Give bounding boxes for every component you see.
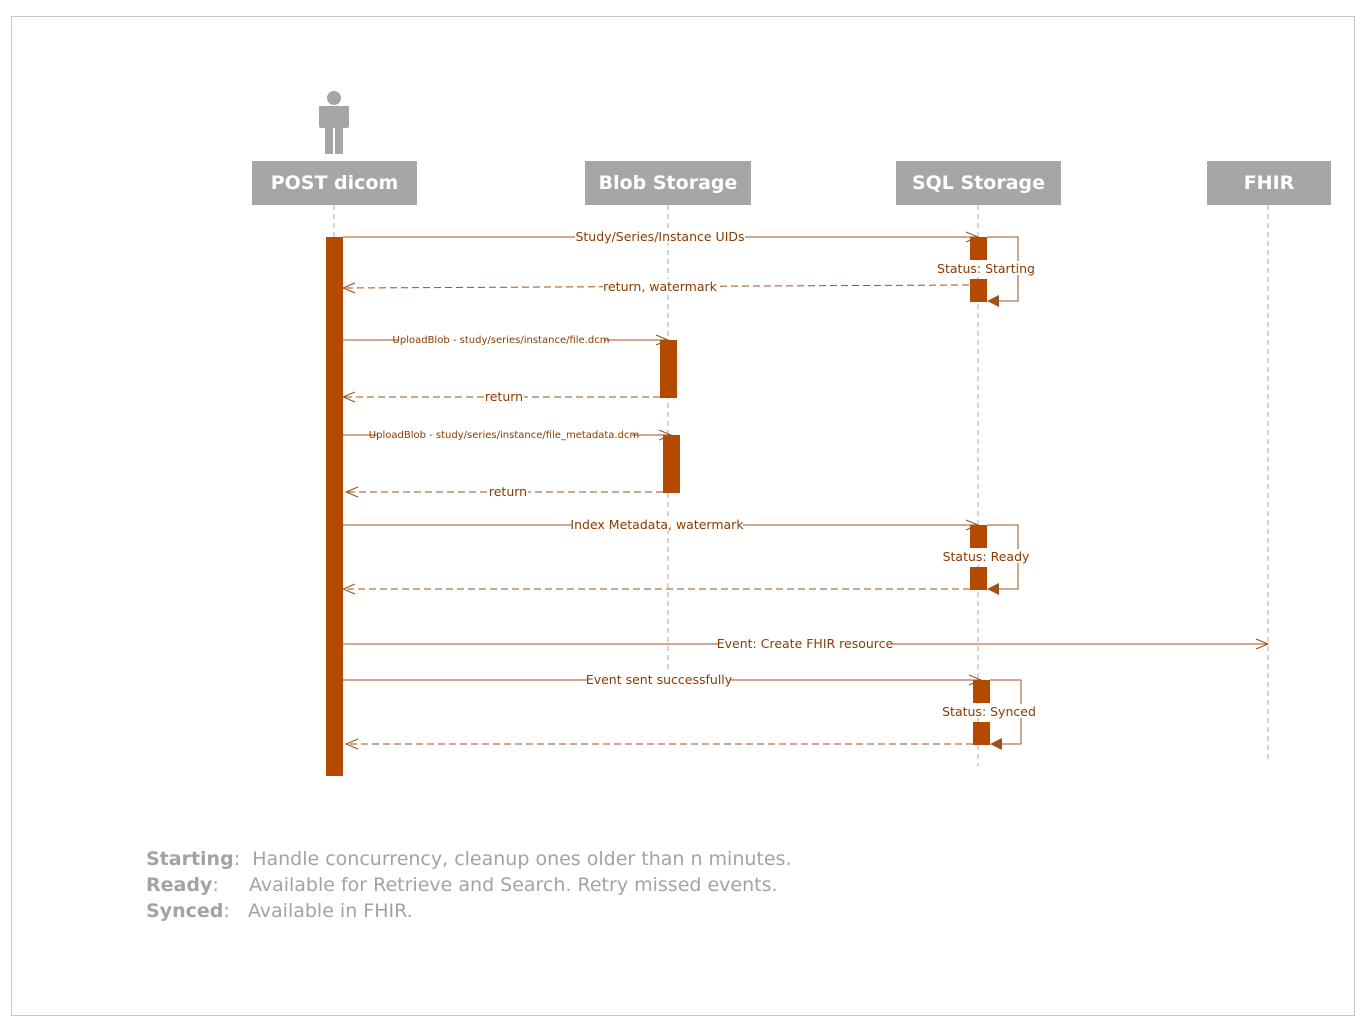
legend-separator: : (233, 848, 241, 870)
activation-sql-1b (970, 279, 987, 302)
note-label-synced: Status: Synced (942, 704, 1036, 719)
legend-row-ready: Ready: Available for Retrieve and Search… (146, 872, 792, 898)
note-label-starting: Status: Starting (937, 261, 1035, 276)
note-label-ready: Status: Ready (943, 549, 1030, 564)
self-loop-arrowhead-ready (987, 583, 999, 595)
self-loop-arrowhead-synced (990, 738, 1002, 750)
participant-blob-label: Blob Storage (599, 172, 738, 194)
message-label-return-2: return (489, 484, 527, 499)
activation-blob-2 (663, 435, 680, 493)
participant-fhir-label: FHIR (1244, 172, 1295, 194)
legend-separator: : (212, 874, 219, 896)
message-label-return-watermark: return, watermark (603, 279, 718, 294)
legend-separator: : (223, 900, 230, 922)
message-label-event-sent: Event sent successfully (586, 672, 733, 687)
activation-blob-1 (660, 340, 677, 398)
legend-term: Ready (146, 874, 213, 896)
legend-description: Handle concurrency, cleanup ones older t… (252, 848, 792, 870)
status-legend: Starting: Handle concurrency, cleanup on… (146, 846, 792, 924)
message-label-uids: Study/Series/Instance UIDs (575, 229, 744, 244)
activation-sql-2b (970, 567, 987, 590)
message-label-upload-metadata: UploadBlob - study/series/instance/file_… (369, 430, 639, 441)
actor-person-icon (319, 91, 349, 154)
message-label-index: Index Metadata, watermark (570, 517, 744, 532)
legend-term: Starting (146, 848, 234, 870)
legend-description: Available in FHIR. (247, 900, 413, 922)
activation-sql-3a (973, 680, 990, 703)
participant-sql: SQL Storage (896, 161, 1061, 205)
legend-row-synced: Synced: Available in FHIR. (146, 898, 792, 924)
legend-term: Synced (146, 900, 224, 922)
activation-sql-2a (970, 525, 987, 548)
legend-row-starting: Starting: Handle concurrency, cleanup on… (146, 846, 792, 872)
participant-blob: Blob Storage (585, 161, 751, 205)
participant-post-label: POST dicom (271, 172, 399, 194)
participant-post: POST dicom (252, 161, 417, 205)
participant-sql-label: SQL Storage (912, 172, 1045, 194)
message-label-upload-file: UploadBlob - study/series/instance/file.… (393, 335, 610, 346)
message-label-return-1: return (485, 389, 523, 404)
message-label-fhir-event: Event: Create FHIR resource (717, 636, 894, 651)
activation-sql-3b (973, 722, 990, 745)
legend-description: Available for Retrieve and Search. Retry… (248, 874, 778, 896)
activation-sql-1a (970, 237, 987, 260)
activation-post (326, 237, 343, 776)
participant-fhir: FHIR (1207, 161, 1331, 205)
self-loop-arrowhead-starting (987, 295, 999, 307)
